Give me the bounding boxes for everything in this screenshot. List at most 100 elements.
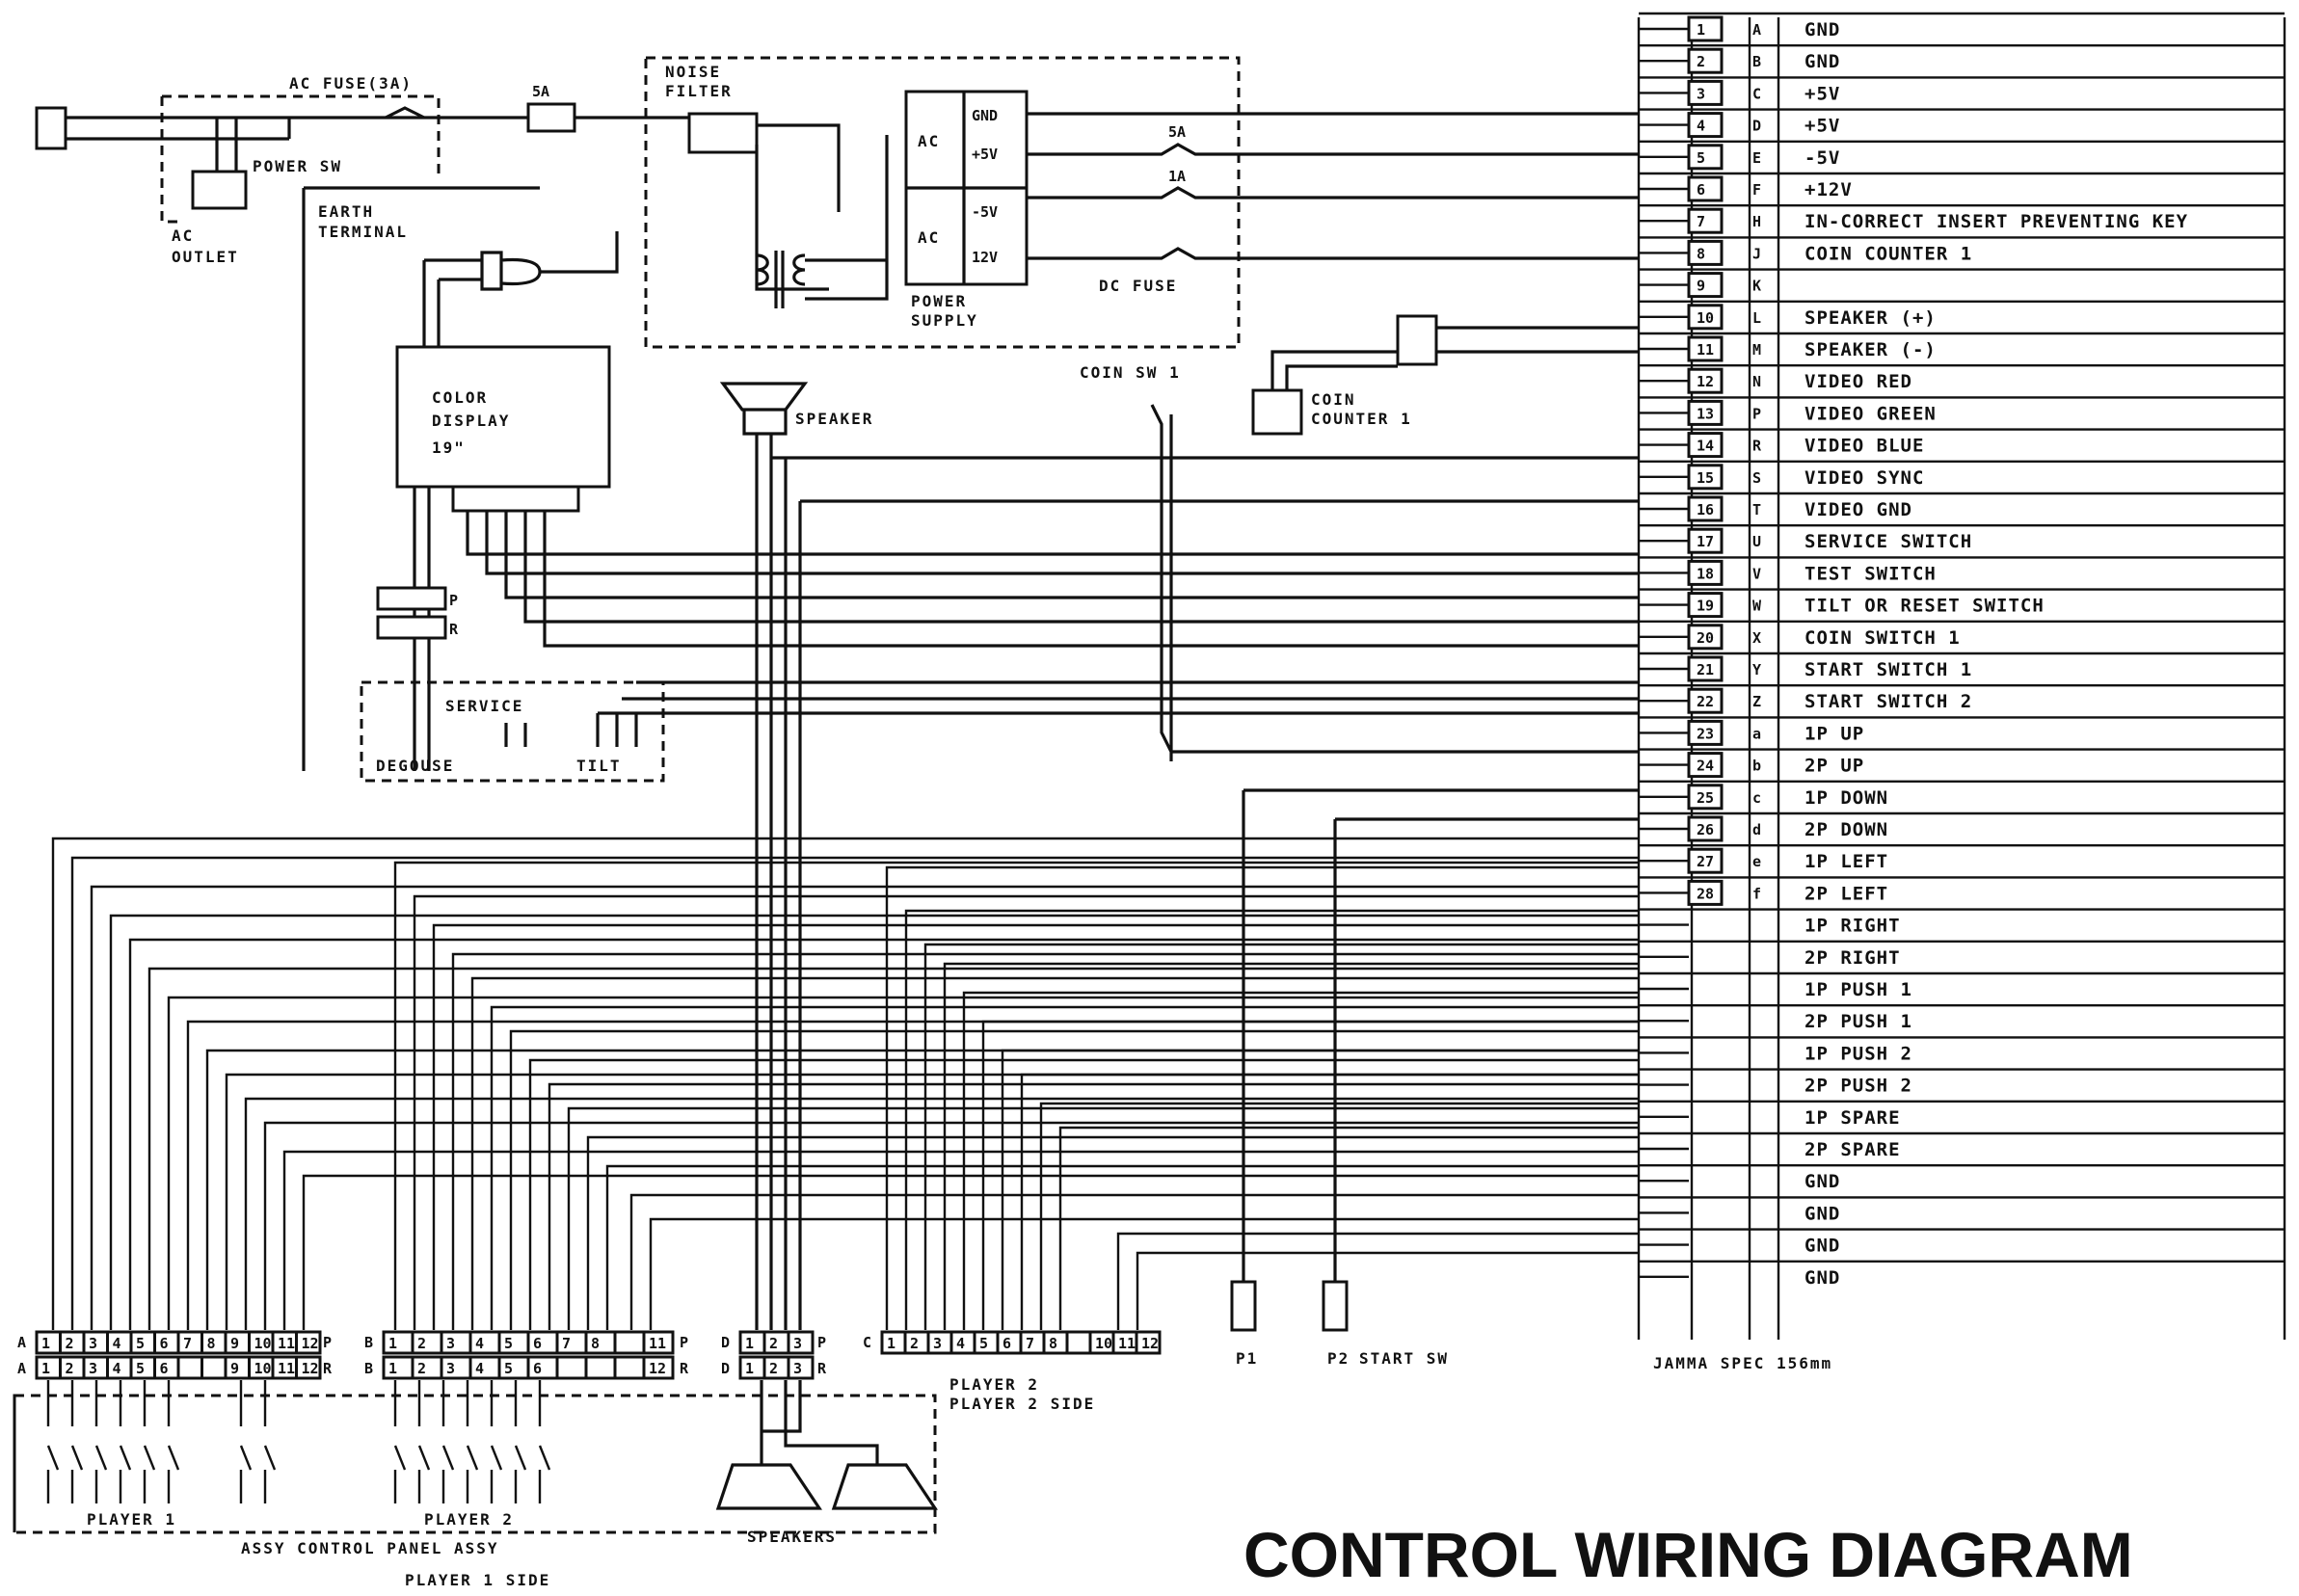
jamma-pin-row: 25 c 1P DOWN: [1639, 780, 2285, 811]
connector-pin-label: 10: [254, 1360, 272, 1377]
jamma-pin-function: 1P PUSH 2: [1804, 1043, 1912, 1064]
jamma-pin-function: 2P DOWN: [1804, 819, 1888, 840]
jamma-pin-letter: D: [1752, 118, 1761, 135]
jamma-pin-row: 2P RIGHT: [1639, 940, 2285, 969]
control-wire: [263, 1121, 1639, 1330]
jamma-pin-box: [1687, 815, 1724, 842]
connector-pin-label: 5: [504, 1335, 513, 1352]
jamma-pin-function: IN-CORRECT INSERT PREVENTING KEY: [1804, 211, 2188, 232]
connector-pin-label: 4: [475, 1360, 484, 1377]
jamma-pin-letter: F: [1752, 181, 1761, 199]
jamma-pin-number: 19: [1697, 598, 1714, 615]
panel-switch: [46, 1380, 60, 1503]
ps-ac-label-a: AC: [918, 132, 940, 150]
row-d-label-bottom: D: [721, 1360, 730, 1377]
jamma-pin-number: 25: [1697, 789, 1714, 807]
dc-fuse-label: DC FUSE: [1099, 277, 1177, 295]
jamma-pin-function: 1P DOWN: [1804, 787, 1888, 809]
jamma-pin-box: [1687, 847, 1724, 874]
panel-switch: [441, 1380, 455, 1503]
jamma-pin-letter: c: [1752, 789, 1761, 807]
panel-switch: [263, 1380, 277, 1503]
start-p2-label: P2: [1327, 1349, 1350, 1368]
jamma-pin-letter: a: [1752, 725, 1761, 742]
panel-switch: [466, 1380, 479, 1503]
player1-panel-label: PLAYER 1: [87, 1510, 176, 1529]
connector-pin: [613, 1330, 646, 1355]
jamma-pin-function: 2P UP: [1804, 756, 1864, 777]
connector-pin-label: 4: [475, 1335, 484, 1352]
panel-switch: [417, 1380, 431, 1503]
jamma-pin-row: 1P PUSH 2: [1639, 1036, 2285, 1064]
ac-plug: [35, 106, 67, 150]
start-sw-label: START SW: [1359, 1349, 1449, 1368]
connector-pin-label: 4: [113, 1360, 121, 1377]
connector-pin-label: 3: [793, 1335, 802, 1352]
panel-switch: [119, 1380, 132, 1503]
jamma-pin-function: 1P LEFT: [1804, 851, 1888, 872]
fuse-a3-label: 1A: [1168, 168, 1186, 185]
ac-fuse-label: AC FUSE(3A): [289, 74, 413, 93]
jamma-pin-box: [1687, 784, 1724, 811]
jamma-pin-number: 11: [1697, 341, 1714, 359]
jamma-pin-function: -5V: [1804, 147, 1840, 169]
jamma-pin-row: 2P PUSH 1: [1639, 1004, 2285, 1032]
jamma-pin-letter: f: [1752, 885, 1761, 902]
jamma-pin-letter: V: [1752, 565, 1761, 582]
connector-pin-label: 11: [649, 1335, 666, 1352]
coin-section: COIN SW 1 COIN COUNTER 1: [1080, 314, 1639, 761]
jamma-pin-box: [1687, 879, 1724, 906]
connector-pin-label: 10: [1095, 1335, 1112, 1352]
control-wire: [51, 837, 1639, 1330]
connector-pin-label: 3: [446, 1335, 455, 1352]
fuse-a1-label: 5A: [532, 83, 549, 100]
connector-pin: [613, 1355, 646, 1380]
connector-pin-label: 1: [41, 1335, 50, 1352]
jamma-pin-function: SPEAKER (-): [1804, 339, 1937, 360]
connector-pin: [295, 1355, 322, 1380]
control-wire: [147, 967, 1639, 1330]
coin-counter-label-1: COIN: [1311, 390, 1356, 409]
a-row-p-label: P: [323, 1334, 332, 1351]
player2-wire: [1116, 1232, 1639, 1330]
start-switch-section: P1 P2 START SW JAMMA SPEC 156mm: [1230, 788, 1831, 1372]
connector-pin: [1065, 1330, 1092, 1355]
noise-filter-label-1: NOISE: [665, 63, 721, 81]
connector-pin-label: 1: [745, 1335, 754, 1352]
player2-wire: [904, 909, 1639, 1330]
row-a-label-top: A: [17, 1334, 26, 1351]
coin-sw-label: COIN SW 1: [1080, 363, 1181, 382]
ac-outlet-label-2: OUTLET: [172, 248, 239, 266]
connector-pin-label: 8: [1049, 1335, 1057, 1352]
jamma-pin-row: 2P SPARE: [1639, 1131, 2285, 1160]
connector-pin-label: 9: [230, 1335, 239, 1352]
jamma-pin-letter: C: [1752, 85, 1761, 102]
jamma-pin-function: START SWITCH 1: [1804, 659, 1972, 680]
speaker-label: SPEAKER: [795, 410, 873, 428]
jamma-pin-number: 18: [1697, 565, 1714, 582]
connector-pin-label: 1: [745, 1360, 754, 1377]
jamma-pin-letter: P: [1752, 405, 1761, 422]
jamma-pin-row: 1P PUSH 1: [1639, 971, 2285, 1000]
jamma-pin-function: GND: [1804, 1203, 1840, 1224]
jamma-pin-function: SERVICE SWITCH: [1804, 531, 1972, 552]
player2-wire: [943, 962, 1639, 1330]
control-wire: [548, 1082, 1639, 1330]
player2-wire: [923, 943, 1639, 1330]
degauss-connector-p: [376, 586, 447, 611]
connector-pin-label: 11: [278, 1360, 295, 1377]
jamma-pin-letter: Z: [1752, 693, 1761, 710]
connector-p-label: P: [449, 592, 458, 609]
player2-wire: [1136, 1251, 1639, 1330]
control-wire: [90, 885, 1639, 1330]
jamma-pin-function: GND: [1804, 51, 1840, 72]
a-row-r-label: R: [323, 1360, 333, 1377]
earth-label-1: EARTH: [318, 202, 374, 221]
